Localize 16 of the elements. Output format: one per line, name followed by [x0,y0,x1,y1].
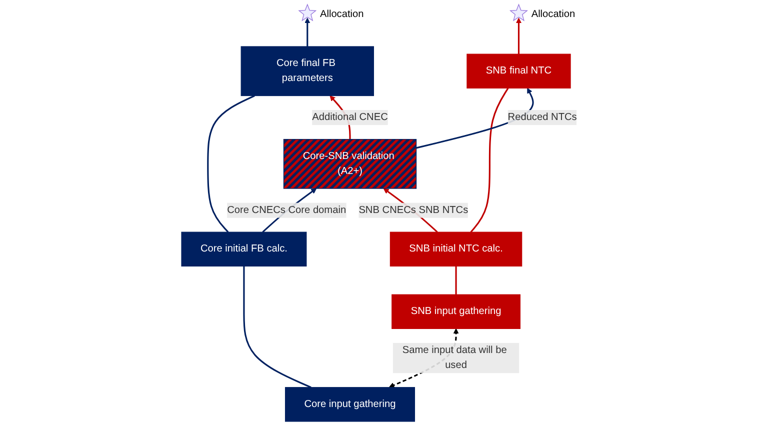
process-box: Core input gathering [284,387,415,422]
arrow [516,18,522,54]
process-box: SNB initial NTC calc. [390,232,522,266]
node-caption: Allocation [531,9,575,20]
process-box: SNB final NTC [466,54,571,88]
process-box: Core final FB parameters [240,46,374,96]
edge-label: Additional CNEC [312,110,388,126]
edge-label: Reduced NTCs [508,110,577,126]
edge-label: Core CNECs Core domain [226,202,346,218]
process-box: SNB input gathering [391,294,520,329]
arrow [304,18,310,46]
edge-label: Same input data will be used [392,342,519,374]
process-box: Core initial FB calc. [181,232,307,266]
process-box: Core-SNB validation (A2+) [283,138,416,189]
edge-label: SNB CNECs SNB NTCs [358,202,468,218]
node-caption: Allocation [320,9,364,20]
